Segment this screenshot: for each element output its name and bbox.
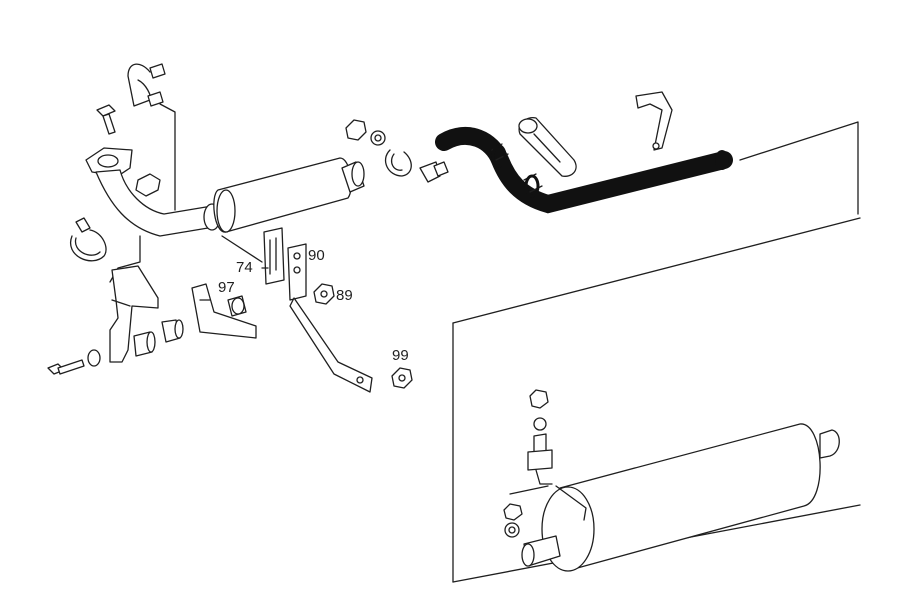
nut-89	[313, 283, 335, 305]
bolt-lower-left	[47, 349, 101, 375]
intermediate-hose	[435, 127, 733, 214]
middle-small-parts	[345, 119, 449, 183]
muffler-mount-stack	[503, 389, 553, 538]
label-99: 99	[392, 347, 409, 364]
label-90: 90	[308, 247, 325, 264]
label-74: 74	[236, 259, 253, 276]
rear-muffler	[521, 423, 840, 572]
label-89: 89	[336, 287, 353, 304]
rear-frame	[739, 121, 859, 215]
front-silencer	[213, 157, 365, 263]
u-bolt	[127, 63, 176, 211]
pipe-sleeve	[518, 117, 577, 177]
bolt-top-left	[96, 104, 116, 135]
rubber-bushings	[133, 319, 184, 357]
hose-clamp-left	[69, 217, 107, 262]
nut-99	[391, 367, 413, 389]
front-pipe	[85, 147, 221, 237]
bracket-74	[263, 227, 285, 285]
bracket-left	[109, 235, 159, 363]
rear-bracket	[635, 91, 673, 151]
label-97: 97	[218, 279, 235, 296]
hanger-90	[287, 243, 373, 393]
bracket-97	[191, 283, 257, 339]
